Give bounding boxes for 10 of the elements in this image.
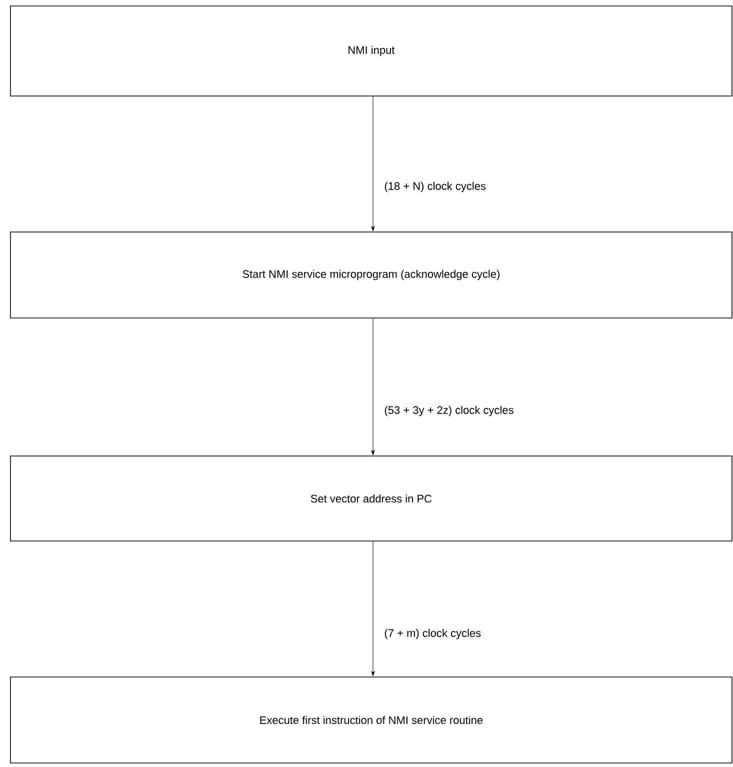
process-box: Execute first instruction of NMI service routine <box>10 676 732 764</box>
edge-label: (7 + m) clock cycles <box>384 628 481 640</box>
edge-label: (18 + N) clock cycles <box>384 182 486 192</box>
process-box: NMI input <box>10 6 732 96</box>
process-box: Start NMI service microprogram (acknowledge cycle) <box>10 232 732 318</box>
arrow <box>371 541 375 676</box>
arrow <box>371 318 375 456</box>
edge-label: (53 + 3y + 2z) clock cycles <box>384 406 514 416</box>
process-box: Set vector address in PC <box>10 456 732 542</box>
arrow <box>371 96 375 232</box>
